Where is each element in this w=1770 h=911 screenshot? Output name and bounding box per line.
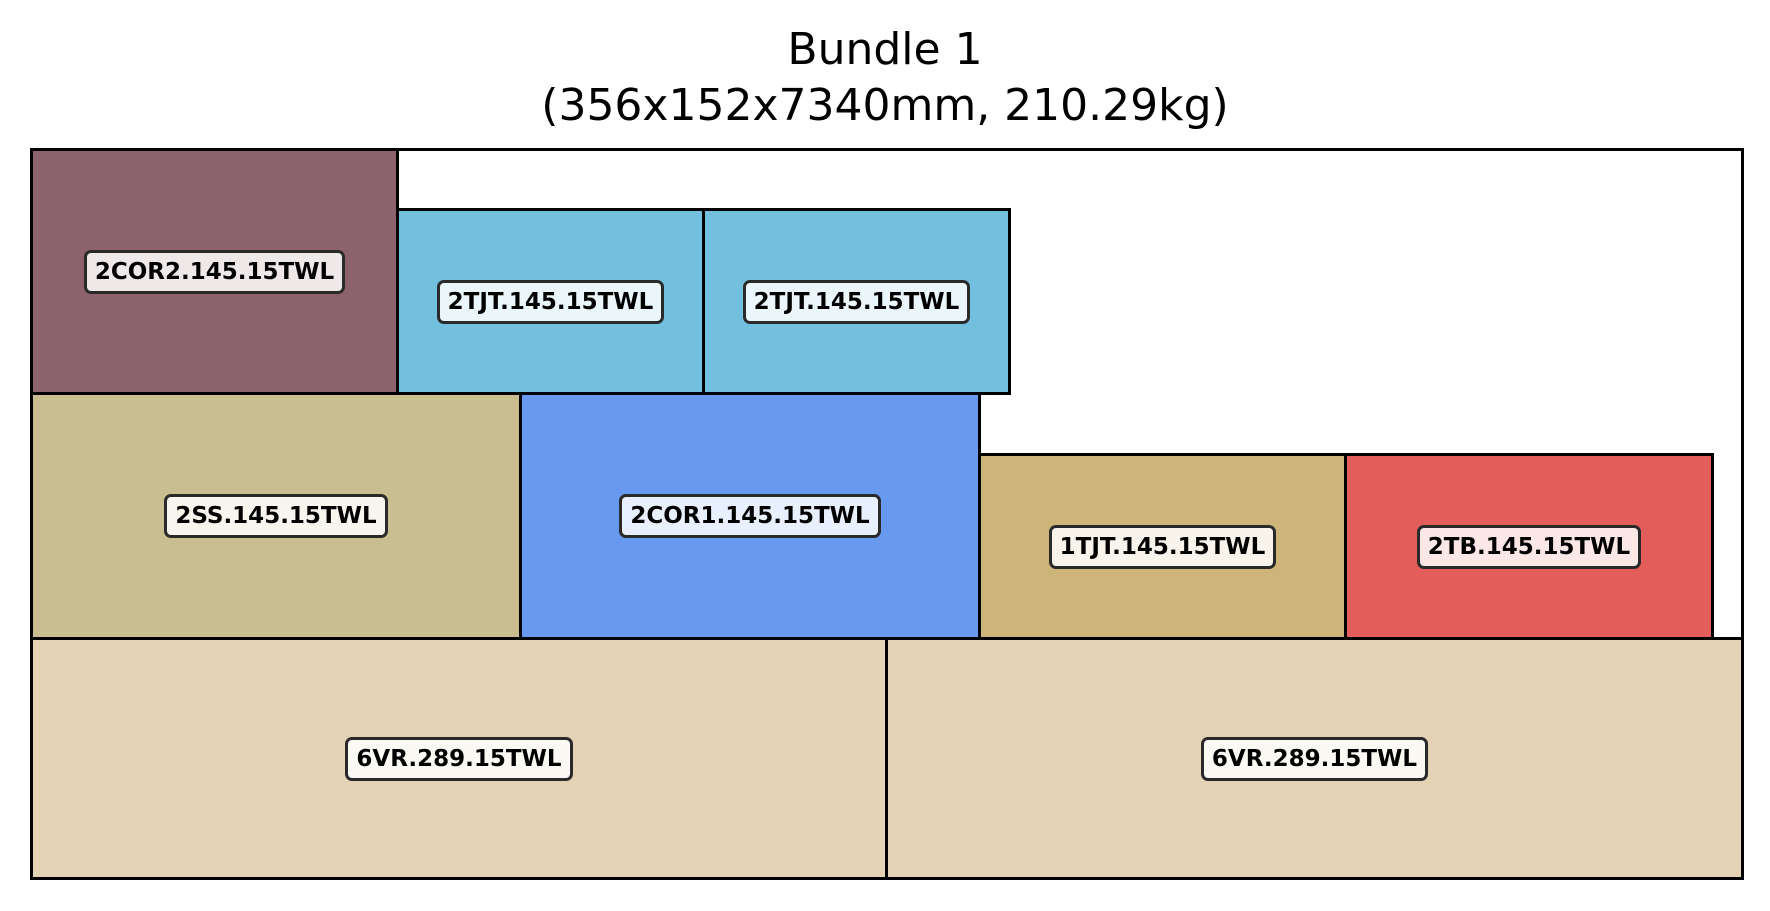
piece-label: 2TJT.145.15TWL bbox=[436, 279, 665, 324]
piece-2tjt-b: 2TJT.145.15TWL bbox=[702, 208, 1011, 395]
piece-1tjt: 1TJT.145.15TWL bbox=[978, 453, 1347, 640]
piece-label: 2TB.145.15TWL bbox=[1416, 524, 1642, 569]
piece-label: 6VR.289.15TWL bbox=[1200, 736, 1429, 781]
piece-2cor2: 2COR2.145.15TWL bbox=[30, 148, 399, 395]
piece-label: 1TJT.145.15TWL bbox=[1048, 524, 1277, 569]
piece-label: 6VR.289.15TWL bbox=[345, 736, 573, 781]
piece-2tb: 2TB.145.15TWL bbox=[1344, 453, 1714, 640]
piece-6vr-a: 6VR.289.15TWL bbox=[30, 637, 888, 880]
piece-label: 2SS.145.15TWL bbox=[164, 494, 388, 538]
piece-label: 2COR2.145.15TWL bbox=[83, 249, 346, 294]
piece-2cor1: 2COR1.145.15TWL bbox=[519, 392, 981, 640]
piece-2ss: 2SS.145.15TWL bbox=[30, 392, 522, 640]
chart-title: Bundle 1 bbox=[787, 24, 983, 75]
piece-6vr-b: 6VR.289.15TWL bbox=[885, 637, 1744, 880]
piece-2tjt-a: 2TJT.145.15TWL bbox=[396, 208, 705, 395]
piece-label: 2COR1.145.15TWL bbox=[619, 494, 881, 538]
chart-subtitle: (356x152x7340mm, 210.29kg) bbox=[541, 80, 1229, 131]
piece-label: 2TJT.145.15TWL bbox=[742, 279, 971, 324]
